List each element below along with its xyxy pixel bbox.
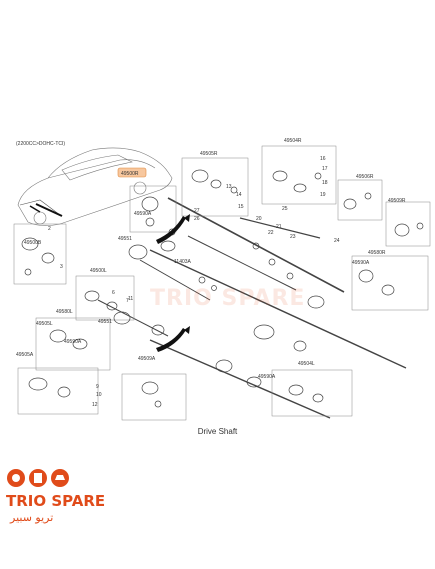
callout-6: 6 bbox=[112, 290, 115, 296]
callout-16: 16 bbox=[320, 156, 326, 162]
part-49505L[interactable]: 49505L bbox=[36, 321, 53, 327]
watermark: TRIO SPARE bbox=[150, 286, 306, 311]
callout-21: 21 bbox=[276, 224, 282, 230]
part-49590A-left[interactable]: 49590A bbox=[64, 339, 82, 345]
part-49500B[interactable]: 49500B bbox=[24, 240, 42, 246]
part-49506R[interactable]: 49506R bbox=[356, 174, 374, 180]
callout-20: 20 bbox=[256, 216, 262, 222]
callout-12: 12 bbox=[92, 402, 98, 408]
callout-13: 13 bbox=[226, 184, 232, 190]
callout-24: 24 bbox=[334, 238, 340, 244]
callout-27: 27 bbox=[194, 208, 200, 214]
callout-23: 23 bbox=[290, 234, 296, 240]
callout-26: 26 bbox=[194, 216, 200, 222]
callout-15: 15 bbox=[238, 204, 244, 210]
callout-11: 11 bbox=[128, 296, 133, 302]
part-49590A-upper[interactable]: 49590A bbox=[134, 211, 152, 217]
callout-22: 22 bbox=[268, 230, 274, 236]
highlight-part-number[interactable]: 49500R bbox=[121, 171, 139, 177]
part-49580L[interactable]: 49580L bbox=[56, 309, 73, 315]
diagram-caption: Drive Shaft bbox=[197, 427, 238, 436]
part-49509A[interactable]: 49509A bbox=[138, 356, 156, 362]
callout-14: 14 bbox=[236, 192, 242, 198]
part-49590A-right[interactable]: 49590A bbox=[352, 260, 370, 266]
part-49504R[interactable]: 49504R bbox=[284, 138, 302, 144]
engine-note: (2200CC>DOHC-TCI) bbox=[16, 141, 65, 147]
part-49509R[interactable]: 49509R bbox=[388, 198, 406, 204]
part-49551-lower[interactable]: 49551 bbox=[98, 319, 112, 325]
part-49504L[interactable]: 49504L bbox=[298, 361, 315, 367]
part-group-boxes bbox=[13, 145, 431, 421]
part-49505A[interactable]: 49505A bbox=[16, 352, 34, 358]
callout-2: 2 bbox=[48, 226, 51, 232]
callout-19: 19 bbox=[320, 192, 326, 198]
callout-18: 18 bbox=[322, 180, 328, 186]
callout-17: 17 bbox=[322, 166, 328, 172]
part-49580R[interactable]: 49580R bbox=[368, 250, 386, 256]
callout-7: 7 bbox=[126, 298, 129, 304]
brand-logo bbox=[7, 469, 69, 487]
part-49551-upper[interactable]: 49551 bbox=[118, 236, 132, 242]
callout-9: 9 bbox=[96, 384, 99, 390]
callout-10: 10 bbox=[96, 392, 102, 398]
part-11403A[interactable]: 11403A bbox=[174, 259, 192, 265]
assembly-arrows bbox=[156, 214, 190, 352]
brand-name: TRIO SPARE bbox=[6, 492, 106, 510]
callout-3: 3 bbox=[60, 264, 63, 270]
part-49590A-mid[interactable]: 49590A bbox=[258, 374, 276, 380]
callout-25: 25 bbox=[282, 206, 288, 212]
part-49500L[interactable]: 49500L bbox=[90, 268, 107, 274]
brand-name-arabic: تريو سبير bbox=[10, 511, 54, 524]
joint-and-boot-parts bbox=[21, 169, 424, 408]
shaft-lines bbox=[97, 197, 407, 419]
part-49505R[interactable]: 49505R bbox=[200, 151, 218, 157]
highlight-box bbox=[117, 167, 147, 178]
